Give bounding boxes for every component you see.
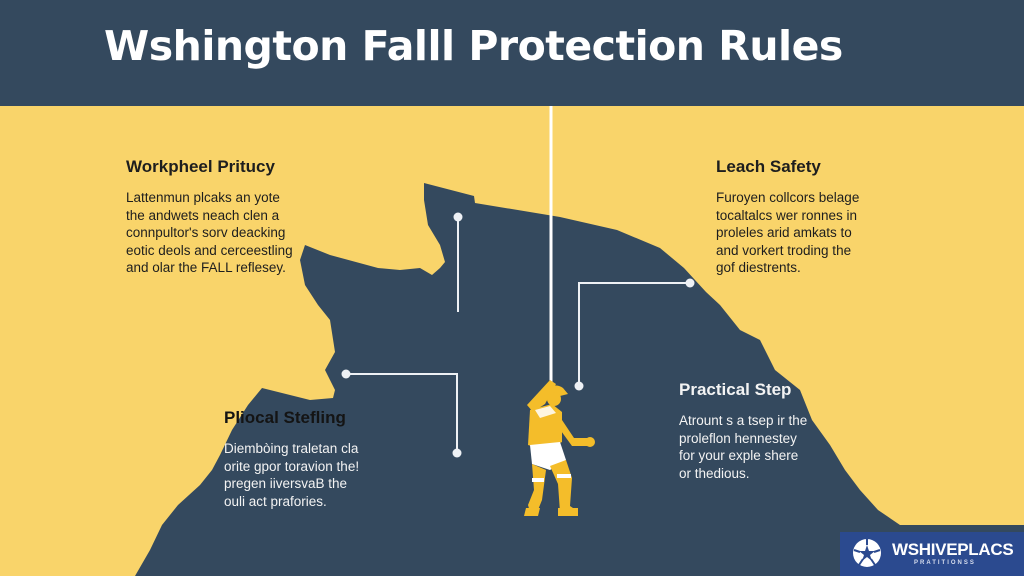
section-pliocal-stefling: Pliocal Stefling Diembòing traletan cla … xyxy=(224,408,384,510)
connector-lines xyxy=(346,217,690,453)
star-burst-logo-icon xyxy=(853,539,881,567)
logo-subtitle: PRATITIONSS xyxy=(914,560,976,566)
section-heading: Pliocal Stefling xyxy=(224,408,346,427)
section-leach-safety: Leach Safety Furoyen collcors belage toc… xyxy=(716,157,886,277)
section-body: Diembòing traletan cla orite gpor toravi… xyxy=(224,441,360,509)
brand-logo: WSHIVEPLACS PRATITIONSS xyxy=(840,532,1024,576)
section-body: Atrount s a tsep ir the proleflon hennes… xyxy=(679,413,808,481)
section-workpheel-pritucy: Workpheel Pritucy Lattenmun plcaks an yo… xyxy=(126,157,306,277)
section-heading: Leach Safety xyxy=(716,157,821,176)
header-bar: Wshington Falll Protection Rules xyxy=(0,0,1024,106)
section-practical-step: Practical Step Atrount s a tsep ir the p… xyxy=(679,380,829,482)
section-heading: Practical Step xyxy=(679,380,792,399)
section-body: Furoyen collcors belage tocaltalcs wer r… xyxy=(716,190,860,275)
logo-name: WSHIVEPLACS xyxy=(892,540,1014,559)
section-heading: Workpheel Pritucy xyxy=(126,157,275,176)
hanging-worker-icon xyxy=(524,380,595,516)
connector-dots xyxy=(341,212,695,458)
section-body: Lattenmun plcaks an yote the andwets nea… xyxy=(126,190,293,275)
page-title: Wshington Falll Protection Rules xyxy=(104,22,843,70)
